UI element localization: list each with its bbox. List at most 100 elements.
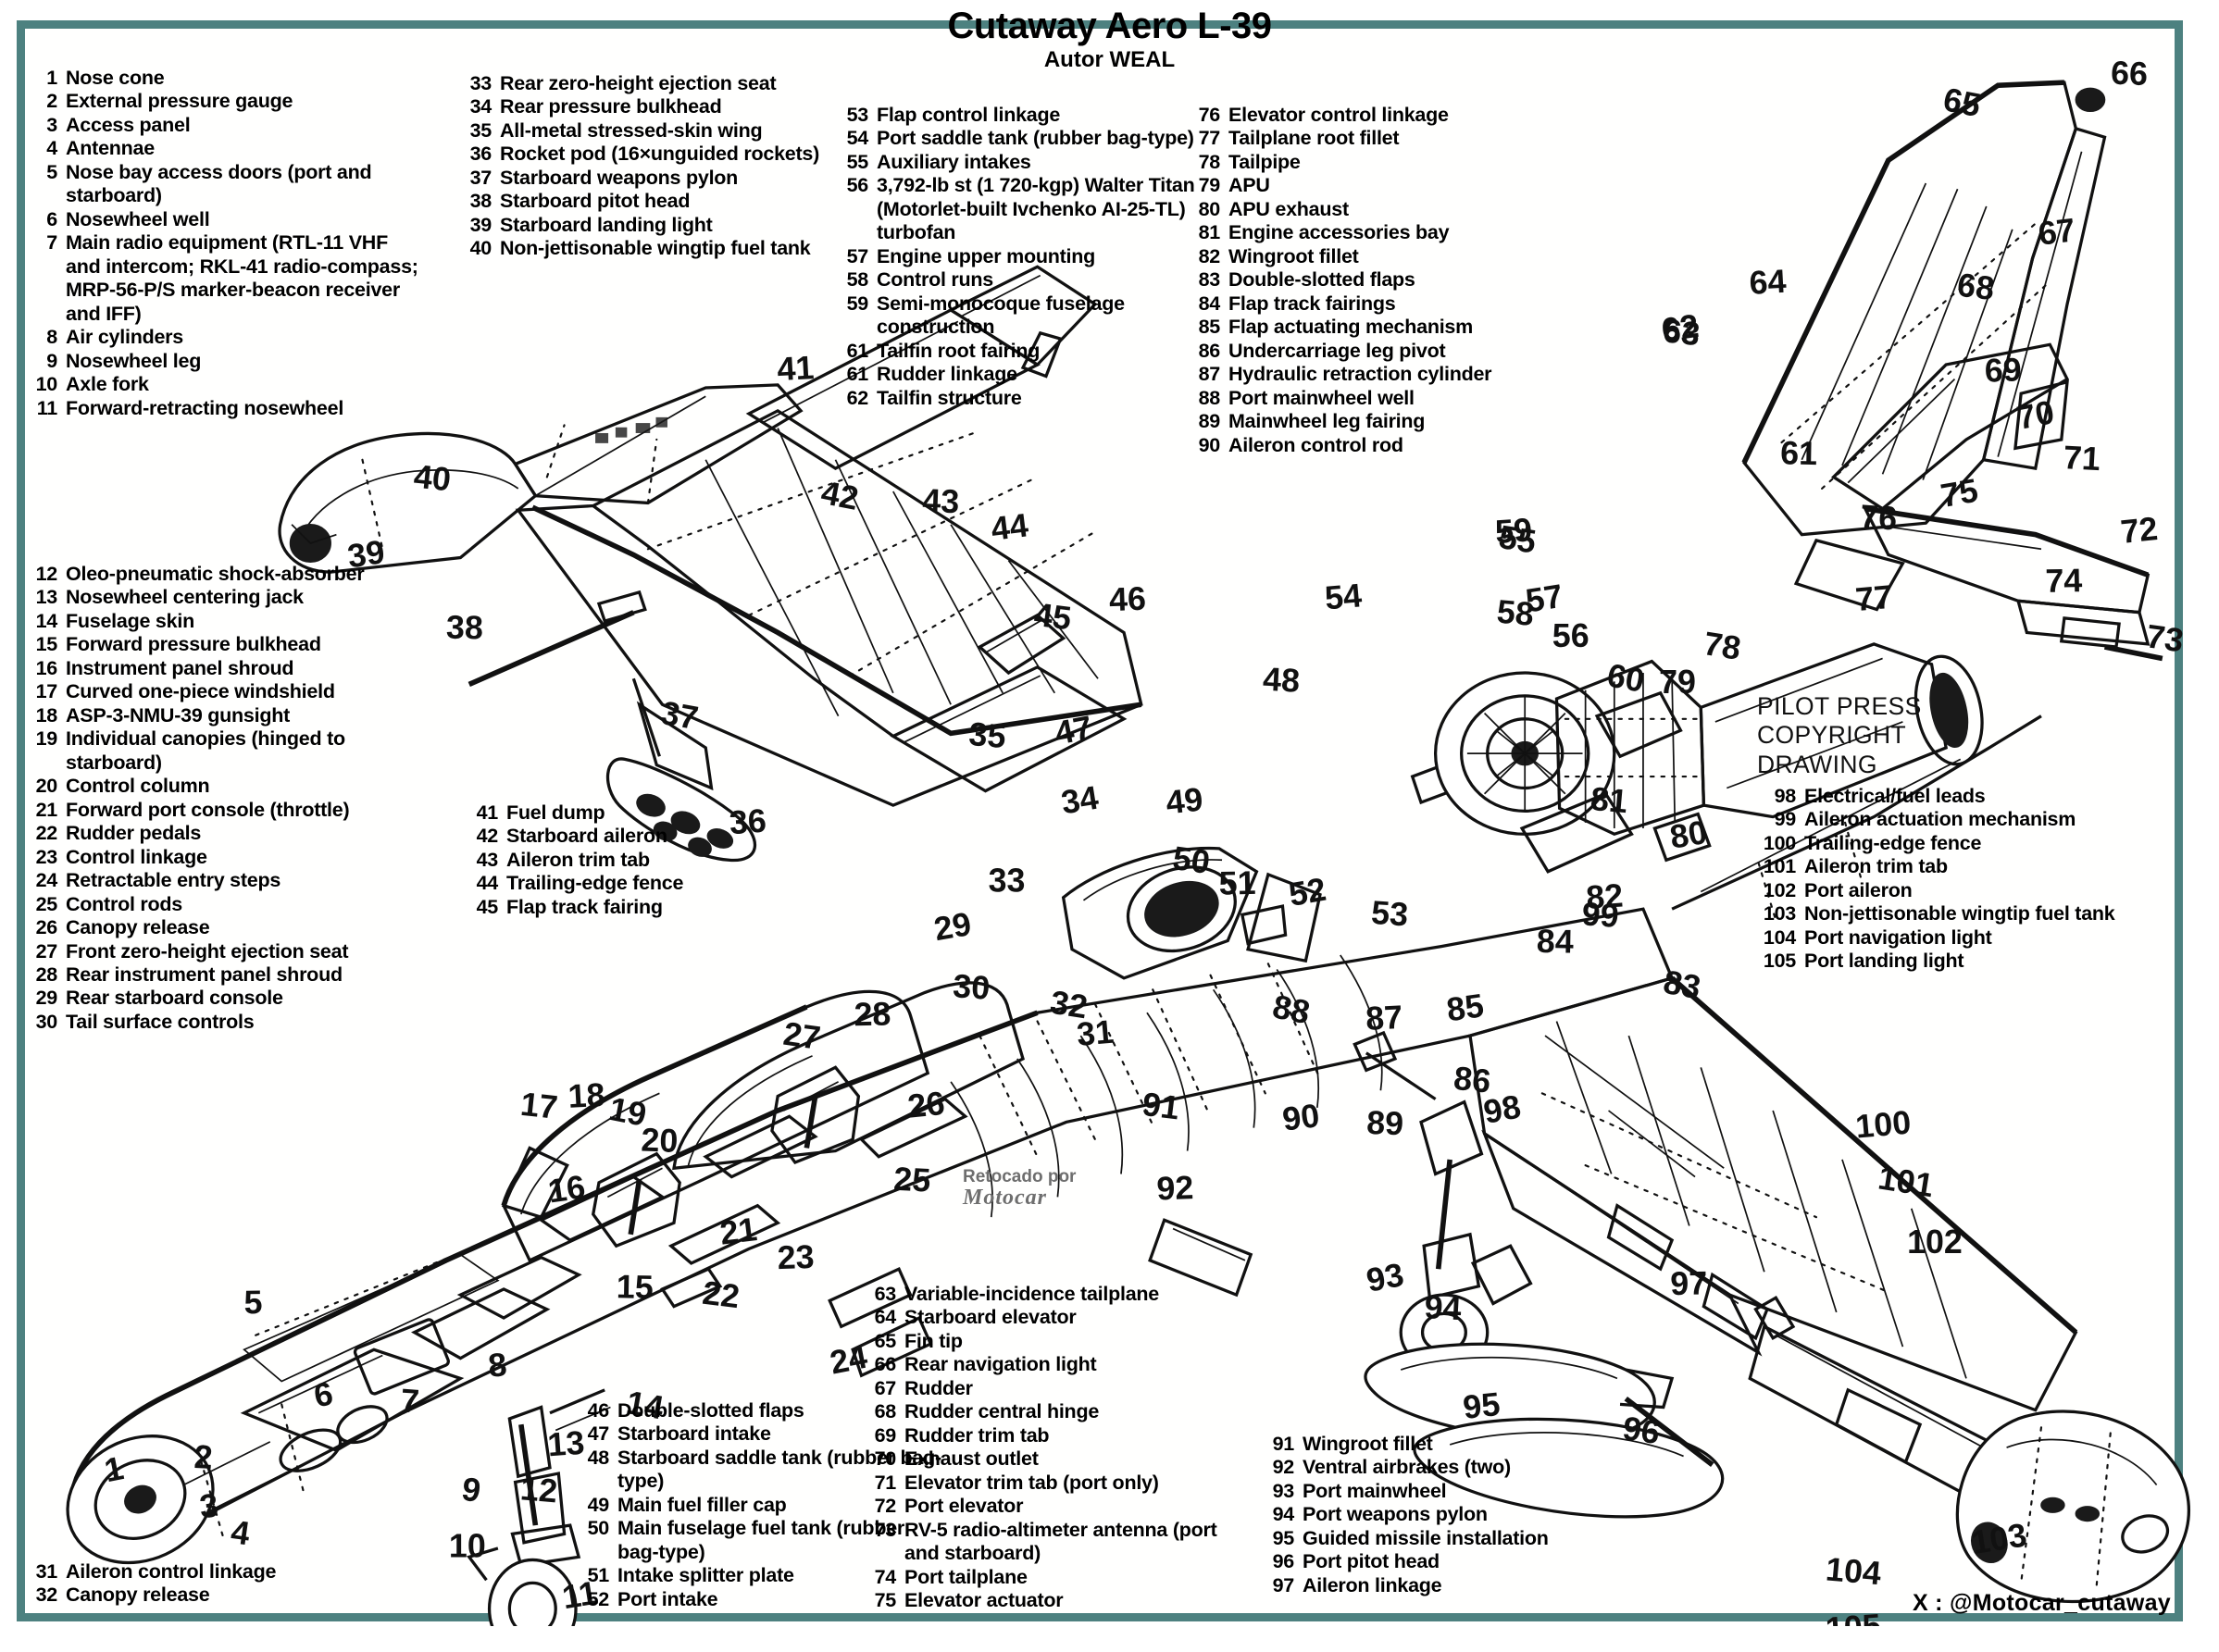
legend-item: 103 Non-jettisonable wingtip fuel tank (1759, 902, 2129, 925)
legend-item-label: Tail surface controls (66, 1010, 255, 1033)
legend-item-number: 49 (587, 1493, 610, 1516)
legend-item-label: Port weapons pylon (1303, 1503, 1488, 1526)
legend-item-number: 46 (587, 1399, 610, 1422)
legend-item-number: 4 (46, 137, 57, 160)
legend-item-label: Auxiliary intakes (877, 150, 1031, 173)
page-title: Cutaway Aero L-39 (947, 6, 1272, 46)
legend-item-label: Canopy release (66, 1584, 210, 1607)
legend-item-number: 103 (1763, 902, 1796, 925)
legend-item-label: Aileron control rod (1228, 433, 1403, 456)
legend-item-number: 86 (1198, 339, 1221, 362)
legend-item-number: 9 (46, 349, 57, 372)
legend-item-label: Control runs (877, 268, 993, 292)
legend-item-label: Axle fork (66, 373, 149, 396)
legend-item-label: Main radio equipment (RTL-11 VHF and int… (66, 231, 418, 325)
legend-item-label: Electrical/fuel leads (1804, 785, 1986, 807)
legend-item-label: Wingroot fillet (1228, 244, 1359, 267)
legend-item-label: Flap track fairings (1228, 292, 1396, 315)
legend-item-number: 71 (874, 1471, 897, 1494)
legend-item-label: All-metal stressed-skin wing (500, 118, 763, 142)
legend-item-label: Intake splitter plate (617, 1564, 794, 1587)
legend-item-number: 92 (1272, 1456, 1295, 1479)
legend-item-number: 66 (874, 1353, 897, 1376)
legend-item-number: 91 (1272, 1433, 1295, 1455)
legend-item-label: Instrument panel shroud (66, 656, 294, 679)
legend-item-number: 11 (36, 396, 57, 419)
legend-item-label: Control column (66, 775, 210, 798)
legend-item-label: Port tailplane (904, 1565, 1028, 1588)
legend-item-number: 68 (874, 1400, 897, 1423)
legend-item-label: Non-jettisonable wingtip fuel tank (1804, 902, 2115, 925)
legend-item-number: 17 (35, 680, 58, 703)
legend-item-number: 36 (469, 143, 492, 166)
legend-item-label: Retractable entry steps (66, 869, 281, 892)
legend-item: 10 Axle fork (33, 373, 422, 396)
legend-item-number: 38 (469, 190, 492, 213)
legend-item-number: 63 (874, 1283, 897, 1305)
legend-item-label: Port saddle tank (rubber bag-type) (877, 127, 1194, 150)
legend-item-label: Nosewheel well (66, 207, 210, 230)
social-handle: X : @Motocar_cutaway (1912, 1590, 2171, 1616)
legend-item-number: 80 (1198, 197, 1221, 220)
legend-item-label: Tailfin structure (877, 386, 1022, 409)
legend-item-number: 16 (35, 656, 58, 679)
legend-item-label: Fin tip (904, 1329, 963, 1352)
legend-item-label: Flap control linkage (877, 104, 1061, 126)
legend-item-label: Double-slotted flaps (1228, 268, 1415, 292)
legend-item-label: Tailfin root fairing (877, 339, 1041, 362)
legend-item-label: Rudder (904, 1376, 973, 1399)
legend-item-label: Elevator actuator (904, 1589, 1064, 1612)
legend-item-label: Semi-monocoque fuselage construction (877, 292, 1125, 339)
legend-item-number: 67 (874, 1376, 897, 1399)
legend-item-number: 87 (1198, 363, 1221, 386)
legend-item-number: 10 (35, 373, 58, 396)
watermark-line-2: Motocar (963, 1185, 1047, 1210)
legend-item-label: Aileron trim tab (1804, 855, 1948, 878)
legend-item-label: Nosewheel leg (66, 349, 202, 372)
legend-item-label: Canopy release (66, 916, 210, 939)
legend-item-number: 8 (46, 326, 57, 349)
legend-item-number: 82 (1198, 244, 1221, 267)
legend-item-number: 73 (874, 1518, 897, 1541)
legend-item-label: Rear zero-height ejection seat (500, 72, 777, 94)
legend-item-number: 18 (35, 703, 58, 727)
legend-item-number: 79 (1198, 174, 1221, 197)
